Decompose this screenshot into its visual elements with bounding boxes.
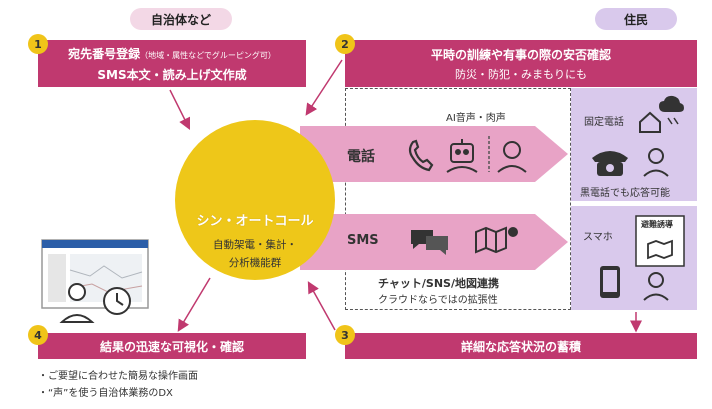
system-features-line1: 自動架電・集計・ [213,239,297,251]
voice-type-label: AI音声・肉声 [446,113,506,124]
phone-channel-arrow [300,126,568,182]
chat-bubbles-icon [411,230,448,255]
step-1-title: 宛先番号登録（地域・属性などでグルーピング可） [68,45,276,62]
evacuation-map-icon [647,239,673,260]
landline-label: 固定電話 [584,117,624,128]
rain-cloud-icon [659,95,684,125]
municipality-label: 自治体など [130,8,232,30]
step-1-line1-sub: （地域・属性などでグルーピング可） [140,50,276,60]
system-name: シン・オートコール [196,214,314,229]
step-4-title: 結果の迅速な可視化・確認 [99,339,244,354]
arrow-step3-to-center [307,281,336,331]
feature-bullets: ・ご要望に合わせた簡易な操作画面 ・“声”を使う自治体業務のDX [38,368,198,402]
step-2-line2: 防災・防犯・みまもりにも [455,67,587,81]
step-3-badge: 3 [335,325,355,345]
arrow-center-to-step4 [177,277,211,332]
evacuation-label: 避難誘導 [641,220,673,229]
cloud-extensibility-label: クラウドならではの拡張性 [378,295,498,306]
step-2-badge: 2 [335,34,355,54]
step-3-bar: 詳細な応答状況の蓄積 [345,333,697,359]
smartphone-label: スマホ [583,232,613,243]
step-1-line1: 宛先番号登録 [68,46,141,61]
clock-icon [103,287,131,315]
step-2-bar: 平時の訓練や有事の際の安否確認 防災・防犯・みまもりにも [345,40,697,87]
step-4-bar: 結果の迅速な可視化・確認 [38,333,306,359]
step-1-line2: SMS本文・読み上げ文作成 [97,67,247,82]
robot-icon [446,139,478,173]
operator-person-icon [59,283,95,323]
house-icon [639,111,661,133]
phone-channel-label: 電話 [347,149,375,165]
arrow-step1-to-center [169,89,191,131]
evacuation-sign-frame [635,215,685,267]
smartphone-icon [600,266,620,298]
bullet-item: ・ご要望に合わせた簡易な操作画面 [38,371,198,382]
smartphone-user-icon [643,272,669,301]
phone-handset-icon [408,139,434,172]
bullet-item: ・“声”を使う自治体業務のDX [38,388,173,399]
step-3-title: 詳細な応答状況の蓄積 [460,339,581,354]
channel-area [345,88,571,310]
system-features-line2: 分析機能群 [228,257,282,269]
person-icon [497,141,527,173]
step-2-line1: 平時の訓練や有事の際の安否確認 [430,47,611,62]
residents-label: 住民 [595,8,677,30]
rotary-phone-note: 黒電話でも応答可能 [580,188,670,199]
rotary-phone-icon [592,151,628,176]
map-pin-dot-icon [508,227,518,237]
step-1-bar: 宛先番号登録（地域・属性などでグルーピング可） SMS本文・読み上げ文作成 [38,40,306,87]
integration-label: チャット/SNS/地図連携 [378,277,499,290]
map-pin-icon [475,226,507,254]
step-1-badge: 1 [28,34,48,54]
step-4-badge: 4 [28,325,48,345]
sms-channel-label: SMS [347,233,379,248]
arrow-step2-to-center [305,59,343,116]
resident-person-icon [643,148,669,177]
auto-call-system-circle: シン・オートコール 自動架電・集計・ 分析機能群 [175,120,335,280]
dashboard-screen-icon [41,239,149,309]
